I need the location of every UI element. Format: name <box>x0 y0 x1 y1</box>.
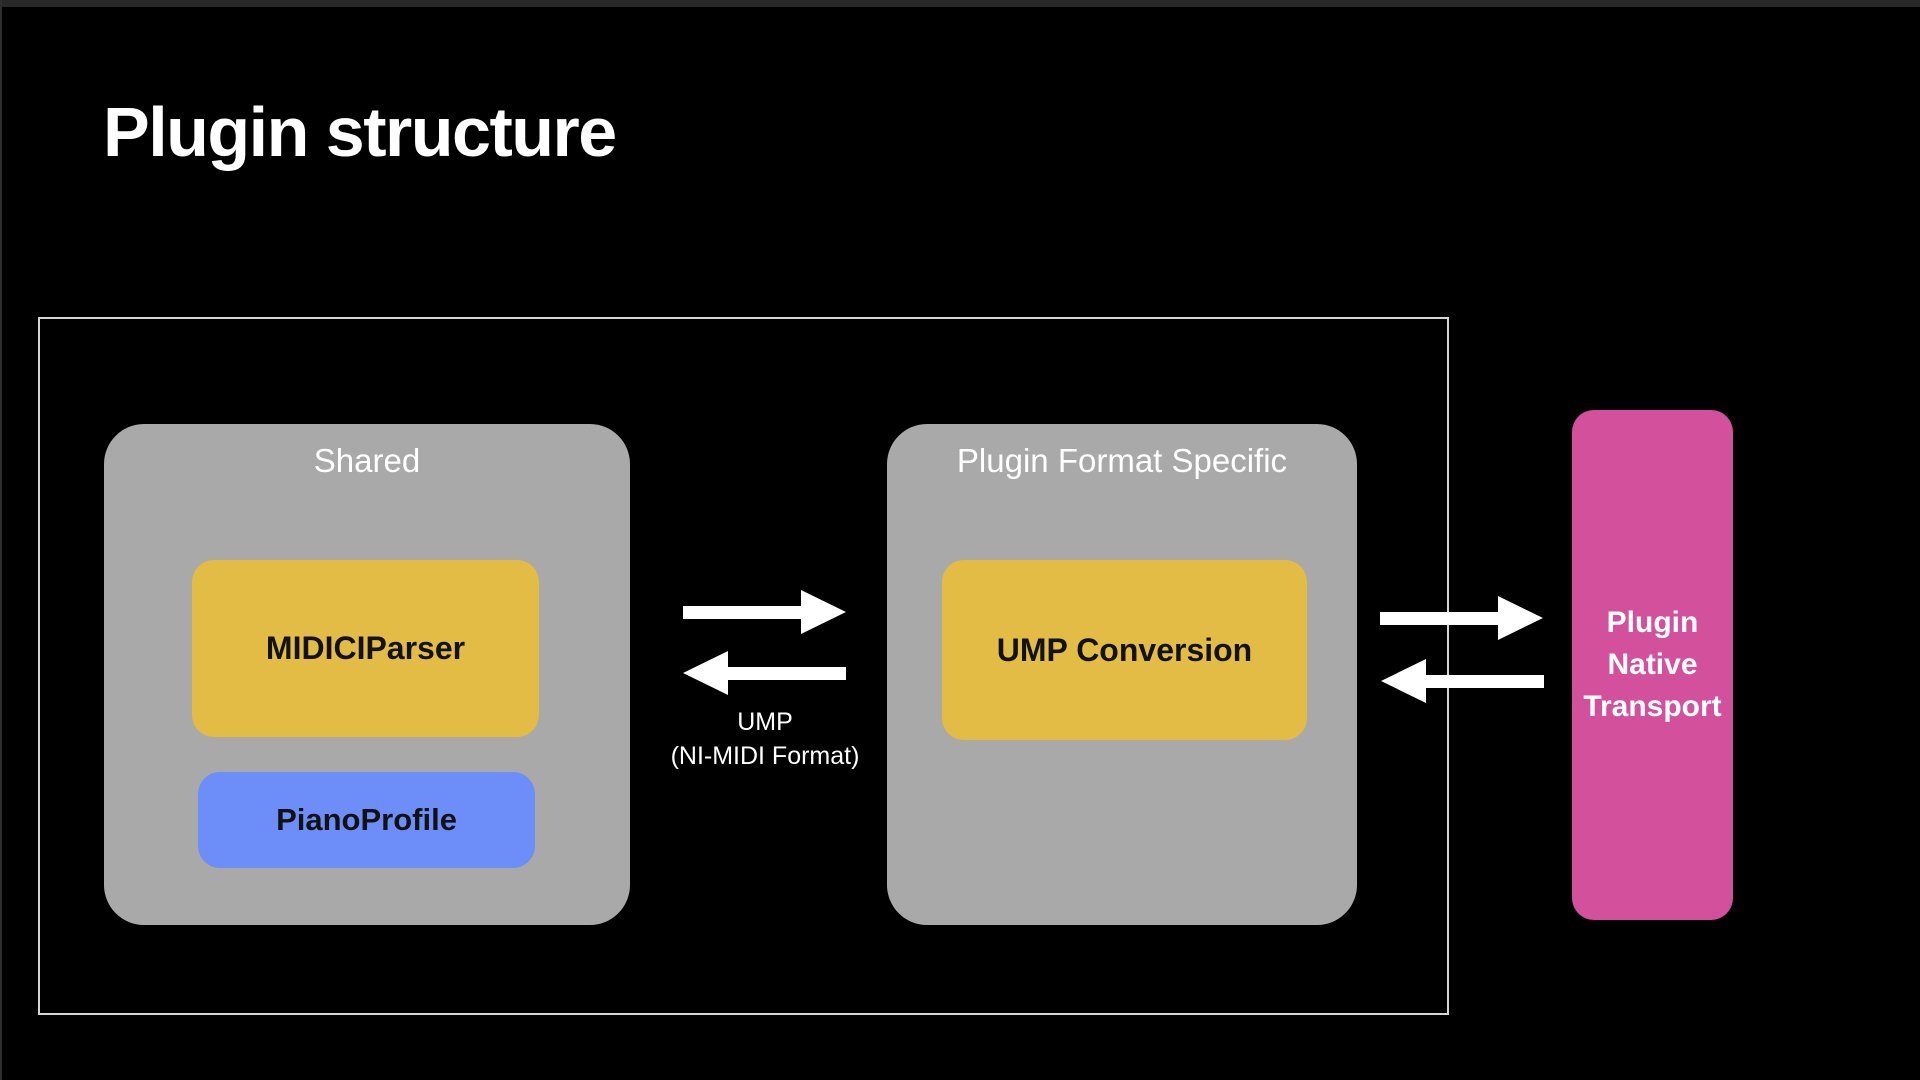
ump-link-label-line2: (NI-MIDI Format) <box>670 742 860 770</box>
arrow-head <box>683 651 728 695</box>
plugin-format-specific-group-box: Plugin Format Specific UMP Conversion <box>887 424 1357 925</box>
arrow-shaft <box>1423 674 1544 688</box>
arrow-left-icon <box>1381 659 1544 703</box>
ump-link-label: UMP (NI-MIDI Format) <box>671 705 860 773</box>
arrow-head <box>1381 659 1426 703</box>
pianoprofile-label: PianoProfile <box>276 802 457 837</box>
arrow-head <box>801 590 846 634</box>
arrow-shaft <box>725 666 846 680</box>
window-left-edge <box>0 0 2 1080</box>
plugin-boundary-rect <box>38 317 1449 1015</box>
page-title: Plugin structure <box>103 93 617 171</box>
window-top-strip <box>0 0 1920 7</box>
arrow-right-icon <box>683 590 846 634</box>
plugin-format-specific-label: Plugin Format Specific <box>956 442 1288 479</box>
midiciparser-module-box: MIDICIParser <box>192 560 539 737</box>
arrow-left-icon <box>683 651 846 695</box>
plugin-native-transport-box: Plugin Native Transport <box>1572 410 1733 920</box>
ump-link-label-line1: UMP <box>737 708 793 736</box>
pianoprofile-module-box: PianoProfile <box>198 772 535 868</box>
shared-group-label: Shared <box>313 442 421 479</box>
arrow-shaft <box>1380 611 1501 625</box>
shared-group-box: Shared MIDICIParser PianoProfile <box>104 424 630 925</box>
arrow-head <box>1498 596 1543 640</box>
arrow-shaft <box>683 605 804 619</box>
arrow-right-icon <box>1380 596 1543 640</box>
plugin-native-transport-label: Plugin Native Transport <box>1583 606 1722 723</box>
midiciparser-label: MIDICIParser <box>265 630 466 666</box>
ump-conversion-module-box: UMP Conversion <box>942 560 1307 740</box>
ump-conversion-label: UMP Conversion <box>996 631 1253 668</box>
